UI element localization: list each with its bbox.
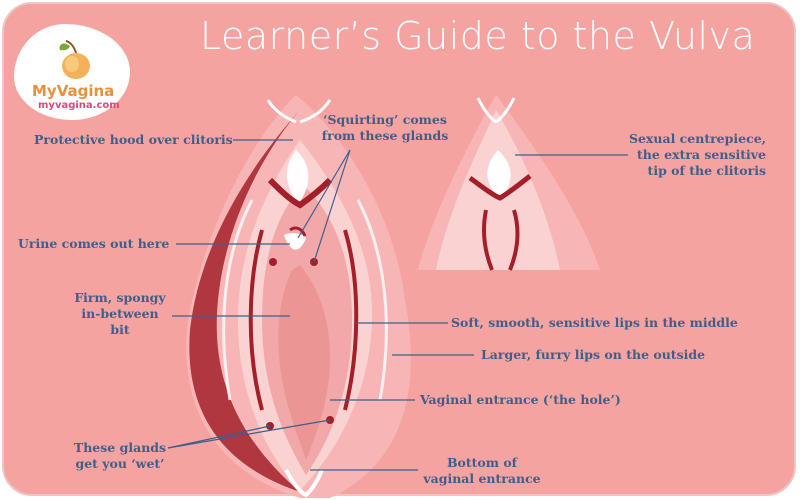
label-bottom: Bottom of vaginal entrance	[420, 455, 544, 487]
label-wet-line-2: get you ‘wet’	[75, 456, 165, 471]
peach-icon	[59, 40, 90, 79]
label-hood: Protective hood over clitoris	[34, 132, 233, 147]
logo-url: myvagina.com	[38, 100, 120, 111]
label-bottom-line-1: Bottom of	[446, 455, 518, 470]
main-vulva-drawing	[186, 95, 411, 498]
label-centrepiece-line-1: Sexual centrepiece,	[628, 131, 766, 146]
logo	[14, 24, 130, 120]
clitoris-detail-drawing	[418, 95, 600, 271]
label-squirting-line-2: from these glands	[321, 128, 449, 143]
label-squirting: ‘Squirting’ comes from these glands	[310, 112, 460, 144]
logo-name: MyVagina	[32, 82, 115, 100]
leader-squirting-left	[297, 149, 351, 239]
label-wet: These glands get you ‘wet’	[70, 440, 170, 472]
label-firm: Firm, spongy in-between bit	[70, 290, 170, 338]
label-wet-line-1: These glands	[73, 440, 167, 455]
label-centrepiece: Sexual centrepiece, the extra sensitive …	[626, 131, 766, 179]
label-firm-line-1: Firm, spongy	[74, 290, 166, 305]
label-firm-line-2: in-between	[81, 306, 159, 321]
leader-wet-right	[167, 419, 331, 449]
label-squirting-line-1: ‘Squirting’ comes	[323, 112, 447, 127]
label-soft-lips: Soft, smooth, sensitive lips in the midd…	[451, 315, 738, 330]
label-centrepiece-line-2: the extra sensitive	[637, 147, 766, 162]
label-furry-lips: Larger, furry lips on the outside	[481, 347, 706, 362]
leader-wet-left	[167, 425, 271, 449]
label-urine: Urine comes out here	[18, 236, 170, 251]
leader-lines	[167, 139, 628, 471]
label-vaginal-entrance: Vaginal entrance (‘the hole’)	[420, 392, 621, 407]
label-centrepiece-line-3: tip of the clitoris	[647, 163, 766, 178]
page-title: Learner’s Guide to the Vulva	[200, 14, 756, 58]
label-bottom-line-2: vaginal entrance	[423, 471, 541, 486]
leader-squirting-right	[313, 149, 351, 263]
label-firm-line-3: bit	[110, 322, 130, 337]
